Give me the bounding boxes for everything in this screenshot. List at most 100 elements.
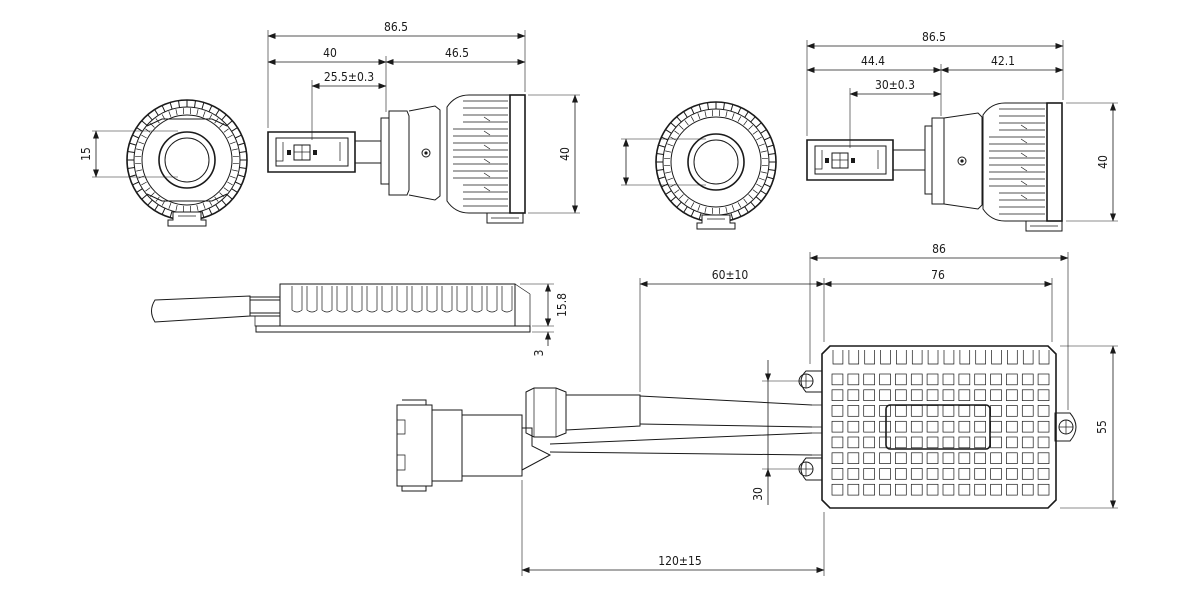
vent-cell — [847, 389, 860, 401]
bulb-b-height-label: 40 — [1096, 155, 1110, 169]
vent-cell — [958, 389, 971, 401]
heatsink-fin-lines — [989, 108, 1045, 215]
bulb-a-total-length-label: 86.5 — [384, 20, 408, 34]
bulb-a-heatsink — [446, 94, 511, 214]
vent-cell — [910, 452, 923, 464]
bulb-a-led-position-label: 25.5±0.3 — [324, 70, 374, 84]
vent-cell — [974, 452, 986, 464]
vent-cell — [990, 483, 1002, 496]
bulb-b-body-length-label: 42.1 — [991, 54, 1015, 68]
vent-cell — [1021, 483, 1034, 496]
gear-inner-lines — [135, 108, 239, 212]
bulb-a-front-view: 15 — [79, 99, 248, 227]
vent-cell — [863, 468, 875, 480]
gear-tooth-lines — [656, 102, 776, 222]
vent-cell — [831, 420, 844, 433]
ballast-side-height-label: 15.8 — [555, 293, 569, 317]
vent-cell — [990, 373, 1002, 386]
vent-cell — [1037, 405, 1050, 417]
vent-cell — [990, 389, 1002, 401]
vent-cell — [974, 405, 986, 417]
vent-cell — [879, 452, 891, 464]
bulb-a-base-length-label: 40 — [323, 46, 337, 60]
bulb-b-total-length-label: 86.5 — [922, 30, 946, 44]
bulb-b-heatsink-fins — [656, 102, 776, 222]
vent-cell — [895, 436, 907, 449]
vent-cell — [942, 452, 955, 464]
vent-cell — [847, 468, 860, 480]
vent-cell — [974, 436, 986, 449]
bulb-b-side-view: 86.5 44.4 42.1 30±0.3 40 — [806, 30, 1118, 232]
vent-cell — [942, 373, 955, 386]
vent-cell — [1037, 436, 1050, 449]
vent-cell — [1021, 468, 1034, 480]
vent-cell — [895, 420, 907, 433]
bulb-b-front-view — [621, 101, 777, 230]
ballast-top-view: 86 76 60±10 55 30 120±15 — [396, 242, 1118, 576]
vent-cell — [895, 373, 907, 386]
vent-cell — [863, 483, 875, 496]
vent-cell — [831, 483, 844, 496]
vent-cell — [831, 405, 844, 417]
vent-cell — [1006, 373, 1018, 386]
vent-cell — [910, 420, 923, 433]
vent-cell — [990, 452, 1002, 464]
ballast-hole-spacing-label: 30 — [751, 487, 765, 501]
bulb-a-face-width-label: 15 — [79, 147, 93, 161]
vent-cell — [910, 373, 923, 386]
vent-cell — [1037, 468, 1050, 480]
vent-cell — [1037, 373, 1050, 386]
vent-cell — [942, 436, 955, 449]
bulb-a-height-label: 40 — [558, 147, 572, 161]
vent-cell — [990, 405, 1002, 417]
vent-cell — [942, 468, 955, 480]
vent-cell — [958, 436, 971, 449]
heatsink-outline — [446, 94, 511, 214]
ballast-body-width-label: 76 — [931, 268, 945, 282]
ballast-cable-length-label: 60±10 — [712, 268, 749, 282]
vent-cell — [879, 468, 891, 480]
vent-cell — [1021, 420, 1034, 433]
vent-cell — [1021, 405, 1034, 417]
ballast-side-fins — [291, 286, 513, 313]
vent-cell — [910, 483, 923, 496]
vent-cell — [863, 389, 875, 401]
vent-cell — [847, 405, 860, 417]
vent-cell — [1021, 452, 1034, 464]
ballast-flange-label: 3 — [532, 350, 546, 357]
heatsink-notch-lines — [483, 116, 491, 192]
vent-cell — [974, 483, 986, 496]
vent-cell — [879, 405, 891, 417]
vent-cell — [926, 373, 939, 386]
vent-cell — [1006, 405, 1018, 417]
vent-cell — [895, 452, 907, 464]
ballast-harness-length-label: 120±15 — [658, 554, 701, 568]
vent-cell — [847, 420, 860, 433]
vent-cell — [974, 373, 986, 386]
bulb-b-heatsink — [982, 102, 1048, 222]
vent-cell — [990, 436, 1002, 449]
vent-cell — [847, 452, 860, 464]
vent-cell — [831, 468, 844, 480]
vent-cell — [958, 373, 971, 386]
vent-cell — [958, 468, 971, 480]
vent-cell — [1021, 373, 1034, 386]
vent-cell — [847, 436, 860, 449]
ballast-top-fins — [832, 350, 1050, 365]
vent-cell — [1006, 483, 1018, 496]
vent-cell — [831, 436, 844, 449]
vent-cell — [974, 468, 986, 480]
vent-cell — [1037, 483, 1050, 496]
vent-cell — [926, 405, 939, 417]
vent-cell — [926, 436, 939, 449]
vent-cell — [910, 468, 923, 480]
top-fin-lines — [832, 350, 1050, 365]
gear-inner-lines — [664, 110, 768, 214]
vent-cell — [942, 483, 955, 496]
vent-cell — [910, 405, 923, 417]
vent-cell — [895, 389, 907, 401]
vent-cell — [1006, 452, 1018, 464]
vent-cell — [879, 373, 891, 386]
vent-cell — [974, 420, 986, 433]
